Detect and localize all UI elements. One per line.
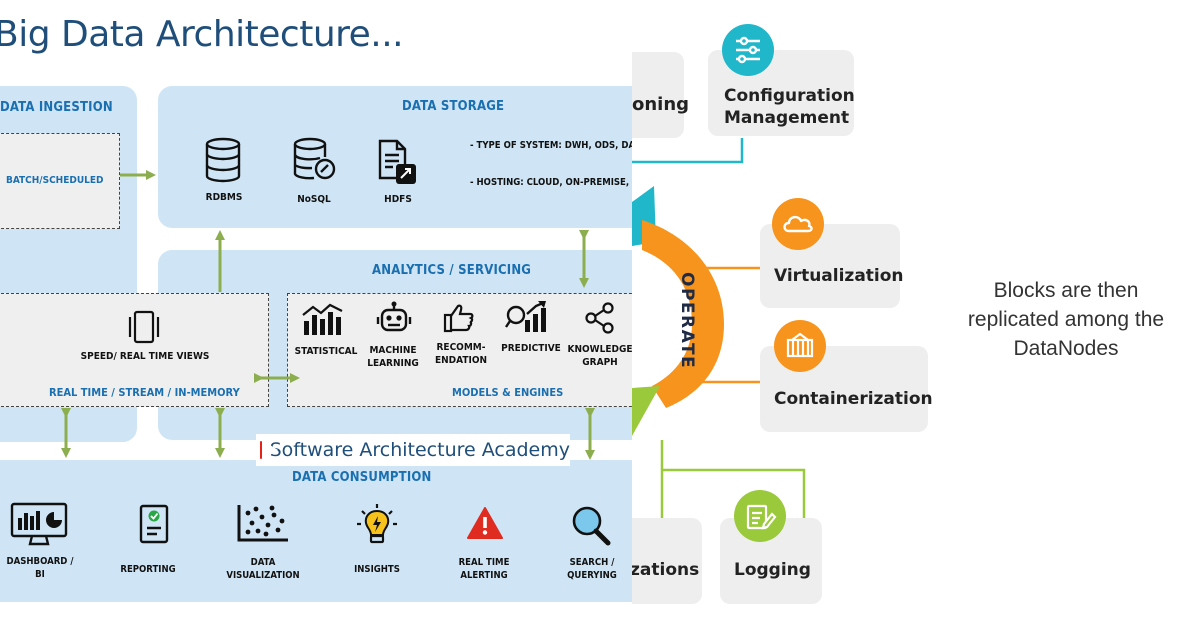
consumption-insights: INSIGHTS [354,564,400,575]
analytics-title: ANALYTICS / SERVICING [372,263,532,278]
model-recommendation: RECOMM-ENDATION [435,342,487,366]
storage-note-system: - TYPE OF SYSTEM: DWH, ODS, DAT [470,140,632,151]
flow-arrows [61,170,595,460]
diagram-title: Big Data Architecture... [0,14,404,55]
card-provisioning-partial: oning [632,52,689,138]
predictive-icon [505,301,546,332]
models-engines-label: MODELS & ENGINES [452,386,564,399]
speed-views-label: SPEED/ REAL TIME VIEWS [80,351,210,362]
batch-label: BATCH/SCHEDULED [6,175,104,186]
storage-item-hdfs: HDFS [384,194,412,205]
card-notifications-partial: zations [632,518,702,604]
data-visualization-icon [237,505,288,542]
consumption-search: SEARCH /QUERYING [567,557,617,581]
batch-box [0,133,120,229]
mobile-device-icon [128,310,160,344]
container-icon [774,320,826,372]
report-icon [139,504,169,544]
share-graph-icon [585,302,614,334]
watermark-banner: Software Architecture Academy [256,434,570,466]
consumption-zone [0,460,632,602]
hdfs-icon [378,139,416,184]
ingestion-title: DATA INGESTION [0,100,113,115]
operate-arc: OPERATE [632,186,724,436]
logging-edit-icon [734,490,786,542]
consumption-dashboard: DASHBOARD /BI [6,556,74,580]
big-data-architecture-diagram: Big Data Architecture... DATA INGESTION … [0,14,632,602]
operate-diagram: OPERATE oning Configuration Management V… [632,0,932,630]
storage-note-hosting: - HOSTING: CLOUD, ON-PREMISE, I [470,177,632,188]
robot-icon [376,301,412,332]
database-icon [205,137,241,183]
storage-item-rdbms: RDBMS [205,192,243,203]
storage-title: DATA STORAGE [402,99,505,114]
datanodes-caption: Blocks are then replicated among the Dat… [967,279,1165,360]
datanodes-caption-panel: Blocks are then replicated among the Dat… [932,0,1200,630]
nosql-icon [293,137,336,180]
configuration-sliders-icon [722,24,774,76]
consumption-reporting: REPORTING [120,564,176,575]
alert-icon [467,507,503,539]
consumption-title: DATA CONSUMPTION [292,470,432,485]
cloud-icon [772,198,824,250]
storage-item-nosql: NoSQL [297,194,331,205]
youtube-logo-icon [260,441,275,459]
statistical-chart-icon [302,303,343,335]
search-icon [572,506,611,546]
operate-label: OPERATE [677,272,697,369]
watermark-text: Software Architecture Academy [269,439,570,461]
dashboard-icon [10,502,68,546]
model-statistical: STATISTICAL [294,346,358,357]
thumbs-up-icon [443,304,474,333]
model-predictive: PREDICTIVE [501,343,561,354]
realtime-stream-label: REAL TIME / STREAM / IN-MEMORY [49,386,240,399]
insights-bulb-icon [357,504,397,544]
